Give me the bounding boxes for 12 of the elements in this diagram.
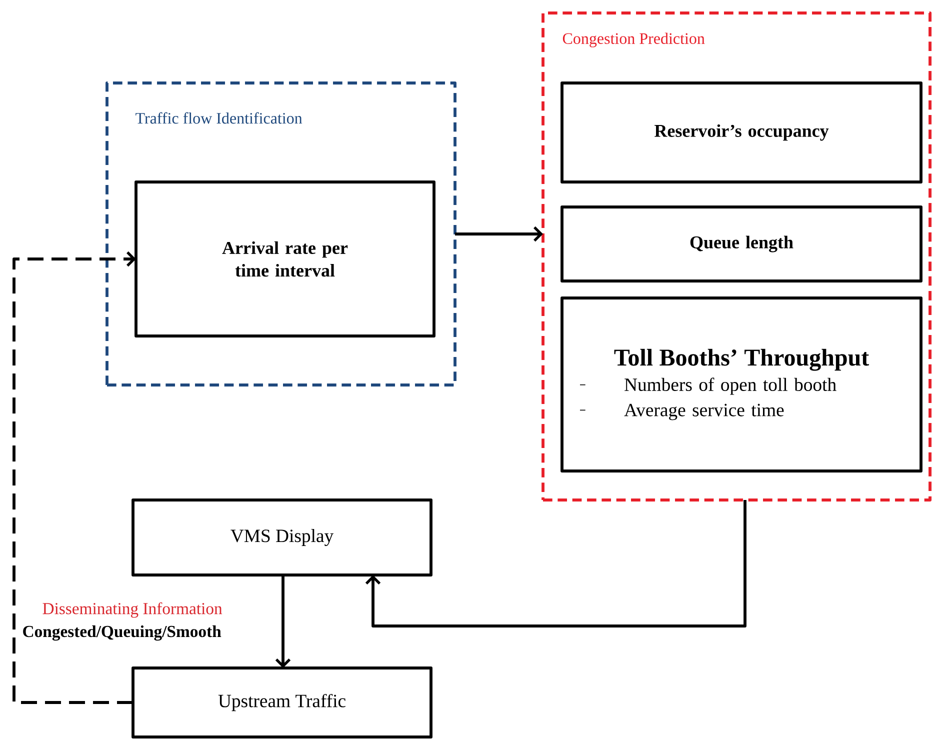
process-box: Queue length (560, 206, 922, 282)
process-box: Upstream Traffic (132, 666, 432, 738)
arrow (275, 575, 291, 668)
process-box: Arrival rate per time interval (134, 180, 436, 338)
process-box: VMS Display (132, 498, 432, 576)
process-box: Reservoir’s occupancy (560, 82, 922, 184)
arrow (12, 251, 136, 704)
annotation-text: Disseminating Information (42, 602, 222, 618)
process-box: Toll Booths’ Throughput Numbers of open toll booth Average service time (560, 296, 922, 472)
arrow (455, 226, 543, 242)
annotation-text: Congested/Queuing/Smooth (23, 625, 222, 641)
arrow (365, 500, 746, 628)
